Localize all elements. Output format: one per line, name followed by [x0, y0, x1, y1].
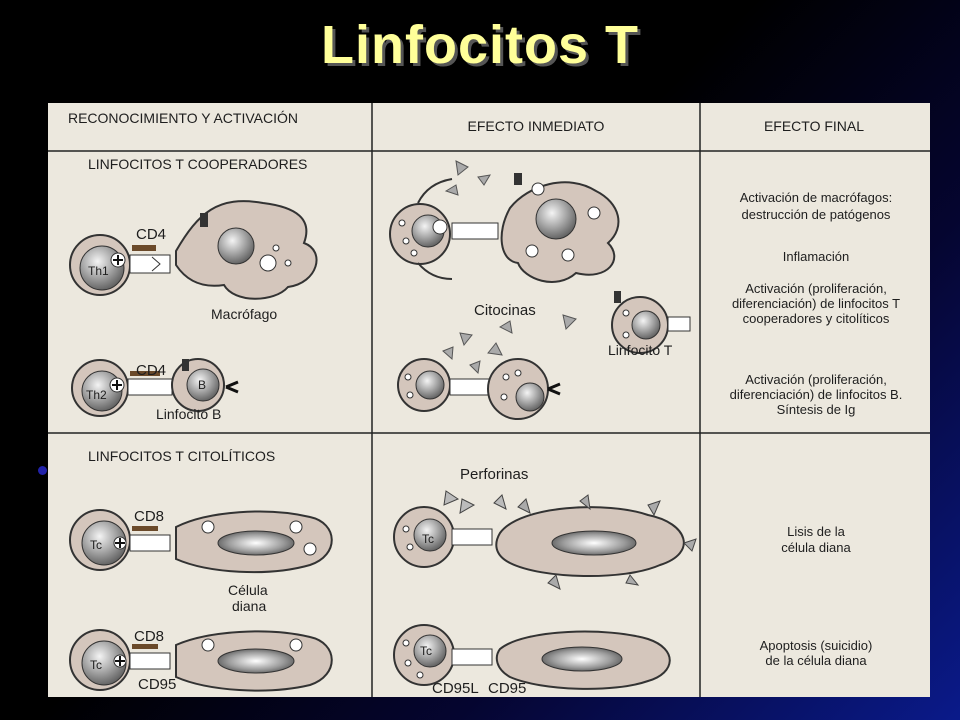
t-lymphocyte-cell [611, 291, 691, 354]
tc-cell-c [393, 506, 493, 568]
th1-cell [69, 234, 171, 296]
effect-2: Inflamación [783, 249, 849, 264]
th2-activation-middle [397, 358, 561, 420]
b-cell [171, 358, 239, 412]
label-cd8-a: CD8 [134, 508, 164, 525]
activated-macrophage [389, 173, 620, 283]
section-cooperadores: LINFOCITOS T COOPERADORES [88, 156, 307, 172]
label-tc-b: Tc [90, 658, 102, 672]
label-cd95l: CD95L [432, 680, 479, 697]
label-cd95-a: CD95 [138, 676, 176, 693]
effect-1a: Activación de macrófagos: [740, 190, 892, 205]
effect-4c: Síntesis de Ig [777, 402, 856, 417]
label-cd4-b: CD4 [136, 362, 166, 379]
label-macrofago: Macrófago [211, 306, 277, 322]
label-cd95-b: CD95 [488, 680, 526, 697]
label-tc-c: Tc [422, 532, 434, 546]
label-cd8-b: CD8 [134, 628, 164, 645]
immune-diagram: RECONOCIMIENTO Y ACTIVACIÓN EFECTO INMED… [48, 103, 930, 697]
slide-title: Linfocitos T [321, 15, 639, 75]
label-th2: Th2 [86, 388, 107, 402]
label-diana: diana [232, 598, 266, 614]
bullet-dot [38, 466, 47, 475]
arrow-down [417, 262, 453, 280]
macrophage-cell [175, 200, 318, 300]
header-efecto-inmediato: EFECTO INMEDIATO [468, 118, 605, 134]
cytokine-triangles [442, 160, 577, 375]
label-cd4-a: CD4 [136, 226, 166, 243]
label-b: B [198, 378, 206, 392]
effect-6a: Apoptosis (suicidio) [760, 638, 873, 653]
label-perforinas: Perforinas [460, 466, 528, 483]
tc-cell-a [69, 509, 171, 571]
target-cell-b [175, 630, 333, 692]
tc-cell-b [69, 629, 171, 691]
label-tc-a: Tc [90, 538, 102, 552]
target-cell-lysis [495, 494, 697, 590]
target-cell-apoptosis [495, 630, 671, 690]
label-linfocito-t: Linfocito T [608, 342, 673, 358]
label-linfocito-b: Linfocito B [156, 406, 221, 422]
effect-4b: diferenciación) de linfocitos B. [730, 387, 903, 402]
effect-4a: Activación (proliferación, [745, 372, 887, 387]
th2-cell [71, 359, 173, 417]
header-efecto-final: EFECTO FINAL [764, 118, 864, 134]
label-th1: Th1 [88, 264, 109, 278]
tc-cell-d [393, 624, 493, 686]
section-citoliticos: LINFOCITOS T CITOLÍTICOS [88, 448, 275, 464]
arrow-up [417, 178, 453, 204]
effect-5b: célula diana [781, 540, 851, 555]
effect-5a: Lisis de la [787, 524, 846, 539]
effect-3a: Activación (proliferación, [745, 281, 887, 296]
label-tc-d: Tc [420, 644, 432, 658]
effect-3c: cooperadores y citolíticos [743, 311, 890, 326]
effect-3b: diferenciación) de linfocitos T [732, 296, 900, 311]
label-citocinas: Citocinas [474, 302, 536, 319]
effect-6b: de la célula diana [765, 653, 867, 668]
scanned-figure: RECONOCIMIENTO Y ACTIVACIÓN EFECTO INMED… [48, 103, 930, 697]
table-grid [48, 103, 930, 697]
label-celula: Célula [228, 582, 268, 598]
target-cell-a [175, 510, 333, 574]
header-reconocimiento: RECONOCIMIENTO Y ACTIVACIÓN [68, 110, 298, 126]
effect-1b: destrucción de patógenos [742, 207, 891, 222]
perforin-cones [443, 490, 507, 514]
